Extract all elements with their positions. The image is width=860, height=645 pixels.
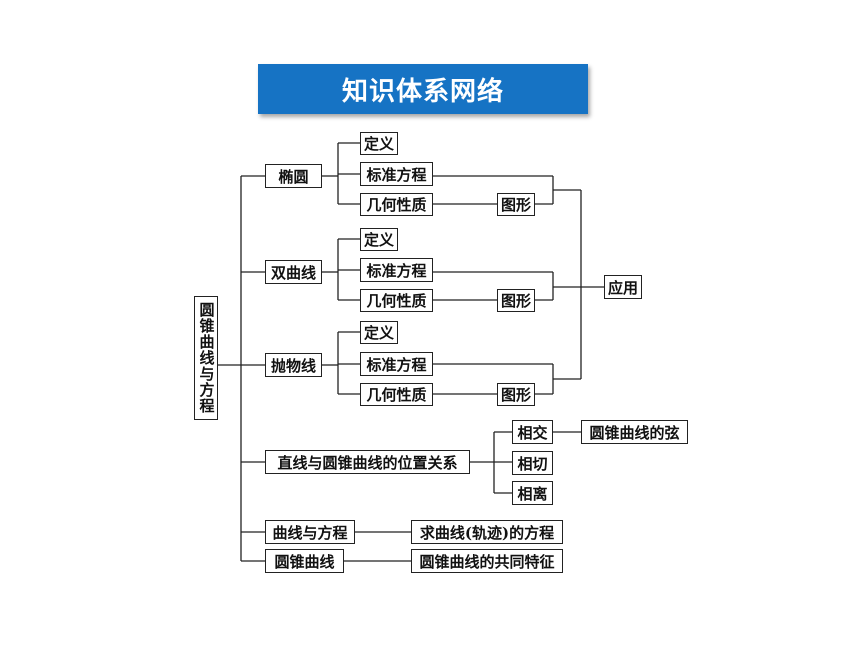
- ellipse-definition: 定义: [360, 132, 398, 155]
- hyperbola-standard-equation: 标准方程: [360, 258, 433, 282]
- root-node: 圆锥曲线与方程: [194, 296, 218, 420]
- parabola-standard-equation: 标准方程: [360, 352, 433, 376]
- hyperbola-definition: 定义: [360, 228, 398, 251]
- hyperbola-node: 双曲线: [265, 260, 322, 284]
- intersect-node: 相交: [512, 420, 553, 444]
- ellipse-geometric-properties: 几何性质: [360, 193, 433, 216]
- parabola-geometric-properties: 几何性质: [360, 383, 433, 406]
- hyperbola-figure: 图形: [497, 289, 535, 312]
- hyperbola-geometric-properties: 几何性质: [360, 289, 433, 312]
- trajectory-equation-node: 求曲线(轨迹)的方程: [411, 520, 563, 544]
- page-title: 知识体系网络: [341, 76, 504, 107]
- parabola-node: 抛物线: [265, 353, 322, 377]
- title-banner: 知识体系网络: [258, 64, 588, 114]
- chord-node: 圆锥曲线的弦: [581, 420, 688, 444]
- separate-node: 相离: [512, 481, 553, 505]
- parabola-definition: 定义: [360, 321, 398, 344]
- parabola-figure: 图形: [497, 383, 535, 406]
- curve-equation-node: 曲线与方程: [265, 520, 355, 544]
- tangent-node: 相切: [512, 451, 553, 475]
- ellipse-figure: 图形: [497, 193, 535, 216]
- position-relation-node: 直线与圆锥曲线的位置关系: [265, 450, 470, 474]
- common-feature-node: 圆锥曲线的共同特征: [411, 549, 563, 573]
- ellipse-node: 椭圆: [265, 164, 322, 188]
- application-node: 应用: [604, 275, 642, 299]
- conic-node: 圆锥曲线: [265, 549, 344, 573]
- ellipse-standard-equation: 标准方程: [360, 162, 433, 186]
